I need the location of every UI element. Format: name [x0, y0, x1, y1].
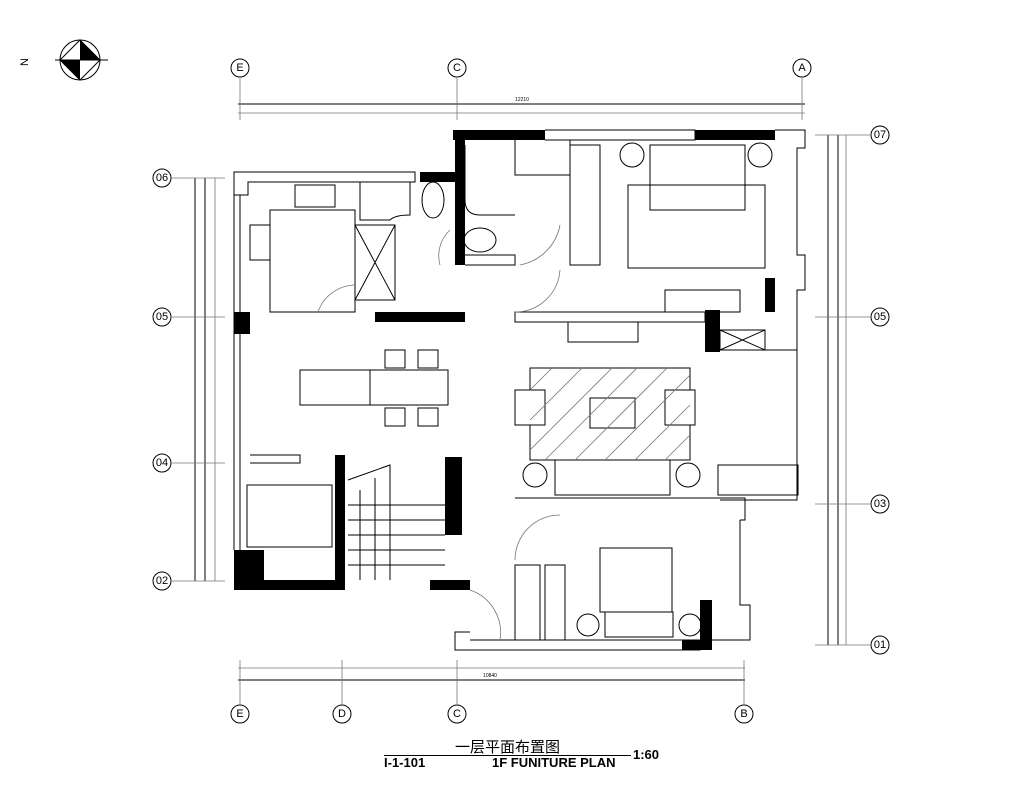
dining-table — [369, 369, 449, 406]
bedroom-rug — [627, 184, 766, 269]
svg-text:05: 05 — [874, 311, 886, 323]
svg-text:B: B — [740, 708, 747, 720]
master-bed — [649, 144, 746, 211]
bottom-total-dimension: 10840 — [483, 673, 497, 679]
wardrobe — [544, 564, 566, 641]
dimension-lines: 12210 10840 — [194, 97, 847, 681]
svg-text:05: 05 — [156, 311, 168, 323]
axis-bubble-left-05: 05 — [152, 307, 172, 327]
sofa — [554, 459, 671, 496]
nightstand-lamp-icon — [747, 142, 773, 168]
axis-bubble-right-01: 01 — [870, 635, 890, 655]
axis-bubble-top-c: C — [447, 58, 467, 78]
svg-text:07: 07 — [874, 129, 886, 141]
top-total-dimension: 12210 — [515, 97, 529, 103]
coffee-table — [589, 397, 636, 429]
tv-cabinet — [664, 289, 741, 313]
north-arrow-icon: N — [19, 39, 108, 81]
grid-bubbles: E C A E D C B 06 05 04 02 07 05 03 01 — [152, 58, 890, 724]
axis-bubble-top-a: A — [792, 58, 812, 78]
svg-text:A: A — [798, 62, 806, 74]
svg-text:E: E — [236, 62, 243, 74]
svg-text:C: C — [453, 708, 461, 720]
stove — [249, 224, 271, 261]
wall-outlines — [233, 129, 806, 651]
svg-text:03: 03 — [874, 498, 886, 510]
furniture — [246, 142, 799, 641]
svg-text:02: 02 — [156, 575, 168, 587]
svg-text:N: N — [19, 58, 31, 66]
axis-bubble-right-05: 05 — [870, 307, 890, 327]
svg-text:E: E — [236, 708, 243, 720]
staircase — [347, 464, 445, 580]
axis-bubble-left-04: 04 — [152, 453, 172, 473]
axis-bubble-left-02: 02 — [152, 571, 172, 591]
door-swings — [317, 224, 561, 641]
axis-bubble-left-06: 06 — [152, 168, 172, 188]
drawing-title-english: 1F FUNITURE PLAN — [492, 755, 616, 770]
drawing-scale: 1:60 — [633, 747, 660, 762]
axis-bubble-bottom-b: B — [734, 704, 754, 724]
structural-walls — [234, 130, 775, 650]
axis-bubble-bottom-e: E — [230, 704, 250, 724]
desk — [717, 464, 799, 496]
second-bed — [599, 547, 673, 613]
svg-text:06: 06 — [156, 172, 168, 184]
grid-lines — [172, 78, 870, 704]
range-hood — [294, 184, 336, 208]
title-underline — [384, 755, 631, 756]
axis-bubble-right-03: 03 — [870, 494, 890, 514]
axis-bubble-bottom-c: C — [447, 704, 467, 724]
rug-hatching — [529, 367, 691, 461]
axis-bubble-bottom-d: D — [332, 704, 352, 724]
axis-bubble-right-07: 07 — [870, 125, 890, 145]
toilet-icon — [421, 181, 445, 219]
drawing-title-chinese: 一层平面布置图 — [455, 738, 561, 756]
svg-text:C: C — [453, 62, 461, 74]
nightstand-lamp-icon — [619, 142, 645, 168]
toilet-icon — [463, 227, 497, 253]
axis-bubble-top-e: E — [230, 58, 250, 78]
kitchen-island — [299, 369, 371, 406]
svg-text:01: 01 — [874, 639, 886, 651]
svg-text:04: 04 — [156, 457, 168, 469]
drawing-code: I-1-101 — [384, 755, 426, 770]
svg-text:D: D — [338, 708, 346, 720]
